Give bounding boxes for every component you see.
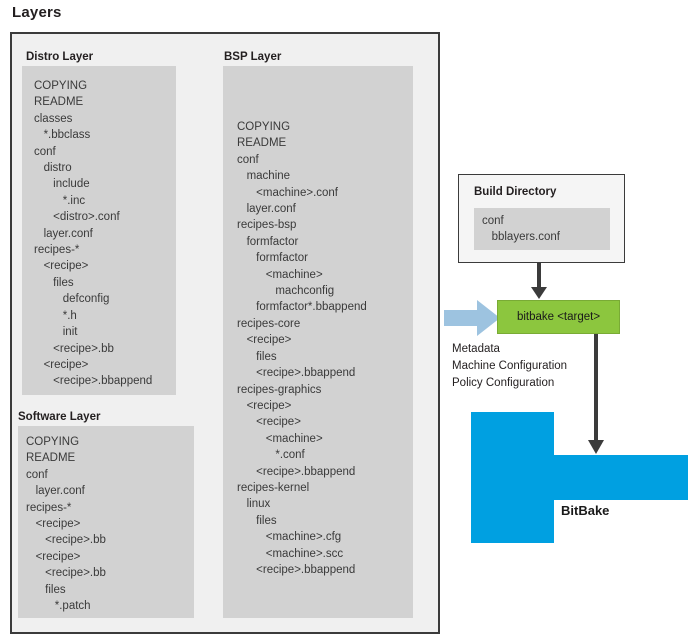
tree-line: COPYING (26, 436, 80, 448)
build-directory-tree-box: conf bblayers.conf (474, 208, 610, 250)
bitbake-command-label: bitbake <target> (516, 311, 601, 323)
tree-line: layer.conf (34, 227, 93, 240)
metadata-input-arrow-icon (444, 299, 500, 337)
build-directory-box: Build Directory conf bblayers.conf (458, 174, 625, 263)
bsp-layer-label: BSP Layer (224, 51, 282, 63)
tree-line: include (34, 178, 90, 191)
tree-line: <recipe> (237, 416, 301, 429)
tree-line: <machine> (237, 432, 323, 445)
tree-line: formfactor*.bbappend (237, 301, 367, 314)
tree-line: *.bbclass (34, 129, 91, 142)
tree-line: <recipe>.bbappend (237, 563, 356, 576)
tree-line: recipes-* (26, 501, 72, 514)
tree-line: formfactor (237, 252, 308, 265)
tree-line: <recipe>.bb (26, 534, 106, 547)
tree-line: <recipe> (26, 518, 81, 531)
metadata-input-line: Metadata (452, 343, 500, 355)
tree-line: <recipe> (34, 358, 89, 371)
tree-line: COPYING (34, 80, 88, 92)
tree-line: *.conf (237, 449, 305, 462)
tree-line: recipes-graphics (237, 383, 322, 396)
tree-line: bblayers.conf (482, 231, 560, 244)
software-layer-tree: COPYING README conf layer.conf recipes-* <r… (18, 426, 194, 614)
tree-line: classes (34, 112, 73, 125)
distro-layer-tree-box: COPYING README classes *.bbclass conf distr… (22, 66, 176, 395)
arrow-bitbake-to-blob-line (594, 334, 598, 444)
tree-line: files (237, 350, 277, 363)
tree-line: *.h (34, 309, 77, 322)
tree-line: <recipe> (26, 550, 81, 563)
tree-line: *.patch (26, 600, 91, 613)
tree-line: files (237, 514, 277, 527)
metadata-inputs-text: Metadata Machine Configuration Policy Co… (452, 341, 567, 392)
page-title: Layers (12, 4, 62, 21)
bitbake-blob-left-block (471, 412, 554, 543)
tree-line: <machine>.scc (237, 547, 344, 560)
tree-line: README (26, 452, 76, 465)
tree-line: defconfig (34, 293, 110, 306)
tree-line: <recipe>.bbappend (34, 375, 153, 388)
tree-line: COPYING (237, 121, 291, 133)
bitbake-blob-right-block (553, 455, 688, 500)
tree-line: README (34, 96, 84, 109)
tree-line: <recipe> (237, 399, 292, 412)
tree-line: *.inc (34, 194, 86, 207)
distro-layer-tree: COPYING README classes *.bbclass conf distr… (22, 66, 176, 390)
tree-line: <distro>.conf (34, 211, 120, 224)
tree-line: machconfig (237, 285, 335, 298)
arrow-build-dir-to-bitbake-head-icon (531, 287, 547, 299)
policy-configuration-input-line: Policy Configuration (452, 377, 555, 389)
tree-line: <recipe>.bb (34, 342, 114, 355)
tree-line: layer.conf (26, 485, 85, 498)
tree-line: <machine>.cfg (237, 531, 342, 544)
tree-line: <machine> (237, 268, 323, 281)
distro-layer-label: Distro Layer (26, 51, 94, 63)
bitbake-blob-label: BitBake (561, 503, 610, 518)
tree-line: conf (26, 468, 48, 481)
tree-line: <machine>.conf (237, 186, 339, 199)
tree-line: init (34, 326, 78, 339)
software-layer-label: Software Layer (18, 411, 101, 423)
tree-line: distro (34, 162, 72, 175)
tree-line: <recipe> (237, 334, 292, 347)
tree-line: <recipe>.bbappend (237, 465, 356, 478)
tree-line: machine (237, 170, 291, 183)
tree-line: files (34, 276, 74, 289)
arrow-bitbake-to-blob-head-icon (588, 440, 604, 454)
software-layer-tree-box: COPYING README conf layer.conf recipes-* <r… (18, 426, 194, 618)
tree-line: <recipe>.bb (26, 567, 106, 580)
tree-line: README (237, 137, 287, 150)
tree-line: layer.conf (237, 203, 296, 216)
tree-line: conf (237, 153, 259, 166)
tree-line: conf (482, 215, 504, 227)
tree-line: conf (34, 145, 56, 158)
bsp-layer-tree-box: COPYING README conf machine <machine>.conf… (223, 66, 413, 618)
tree-line: files (26, 583, 66, 596)
tree-line: formfactor (237, 235, 299, 248)
build-directory-tree: conf bblayers.conf (474, 208, 610, 246)
tree-line: <recipe>.bbappend (237, 367, 356, 380)
bitbake-command-box[interactable]: bitbake <target> (497, 300, 620, 334)
arrow-build-dir-to-bitbake-line (537, 263, 541, 289)
tree-line: recipes-core (237, 317, 301, 330)
tree-line: recipes-* (34, 244, 80, 257)
build-directory-title: Build Directory (474, 186, 557, 198)
tree-line: <recipe> (34, 260, 89, 273)
tree-line: linux (237, 498, 271, 511)
tree-line: recipes-bsp (237, 219, 297, 232)
machine-configuration-input-line: Machine Configuration (452, 360, 568, 372)
tree-line: recipes-kernel (237, 481, 310, 494)
bsp-layer-tree: COPYING README conf machine <machine>.conf… (223, 66, 413, 578)
